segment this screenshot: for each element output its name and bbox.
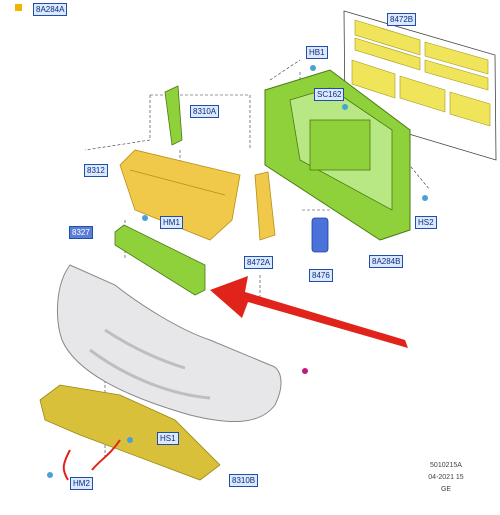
callout-hm1: HM1	[160, 216, 183, 229]
callout-8472b: 8472B	[387, 13, 417, 26]
side-bracket-8472a	[254, 171, 276, 241]
callout-8310b: 8310B	[229, 474, 259, 487]
callout-8310a: 8310A	[190, 105, 220, 118]
callout-8a284a: 8A284A	[33, 3, 68, 16]
callout-hb1: HB1	[306, 46, 328, 59]
callout-8a284b: 8A284B	[369, 255, 404, 268]
callout-8312: 8312	[84, 164, 108, 177]
active-grille-shutter-panel	[343, 10, 497, 161]
air-deflector-8312	[119, 149, 241, 241]
red-indicator-arrow	[210, 276, 408, 348]
callout-sc162: SC162	[314, 88, 345, 101]
radiator-support-frame	[264, 69, 411, 241]
lower-shield-8310b	[39, 384, 221, 481]
callout-hs1: HS1	[157, 432, 179, 445]
footer-region: GE	[440, 486, 452, 493]
bumper-reinforcement-8327	[114, 224, 206, 296]
callout-hs2: HS2	[415, 216, 437, 229]
bumper-cover	[56, 264, 282, 423]
callout-8472a: 8472A	[244, 256, 274, 269]
footer-date: 04-2021 15	[428, 474, 464, 481]
sensor-8476	[311, 217, 329, 253]
callout-8327: 8327	[69, 226, 93, 239]
callout-marker	[15, 4, 22, 11]
upper-bracket-8310a	[164, 85, 183, 146]
footer-code: 5010215A	[430, 462, 462, 469]
callout-8476: 8476	[309, 269, 333, 282]
callout-hm2: HM2	[70, 477, 93, 490]
red-curved-arrows	[62, 439, 121, 481]
fastener-icons	[47, 65, 428, 478]
